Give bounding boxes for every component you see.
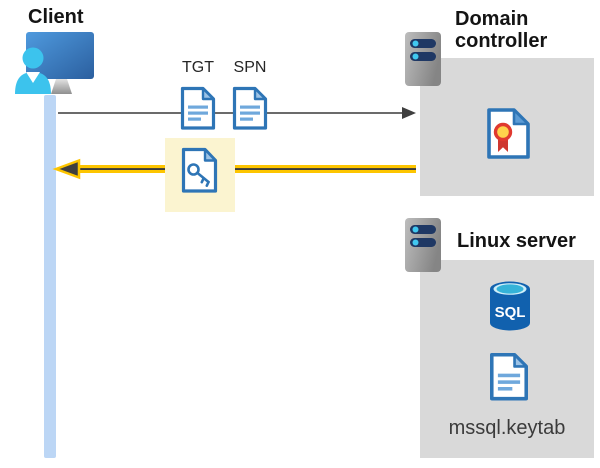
key-document-icon (181, 147, 218, 193)
tgt-label: TGT (182, 59, 214, 76)
keytab-document-icon (490, 353, 528, 401)
seal-icon (493, 122, 513, 142)
client-workstation-icon (15, 32, 94, 94)
ticket-response-arrow (52, 158, 416, 180)
response-arrowhead-icon (52, 158, 81, 180)
person-collar (26, 72, 40, 83)
keytab-filename-label: mssql.keytab (448, 417, 566, 439)
person-head (22, 47, 44, 69)
key-icon (187, 163, 210, 187)
client-lifeline-bar (44, 95, 56, 458)
spn-document-icon (232, 86, 268, 130)
domain-controller-server-icon (405, 32, 441, 86)
seal-ribbon (498, 139, 508, 152)
monitor-stand (51, 79, 72, 94)
monitor-icon (26, 32, 94, 79)
linux-server-label: Linux server (457, 230, 576, 252)
domain-controller-label: Domain controller (455, 8, 548, 53)
spn-label: SPN (233, 59, 267, 76)
tgt-document-icon (180, 86, 216, 130)
client-label: Client (28, 6, 84, 28)
request-arrowhead-icon (402, 107, 416, 119)
sql-database-icon: SQL (490, 281, 530, 331)
request-arrow (58, 107, 416, 119)
certificate-icon (487, 108, 530, 159)
sql-badge-text: SQL (495, 304, 526, 321)
linux-server-icon (405, 218, 441, 272)
